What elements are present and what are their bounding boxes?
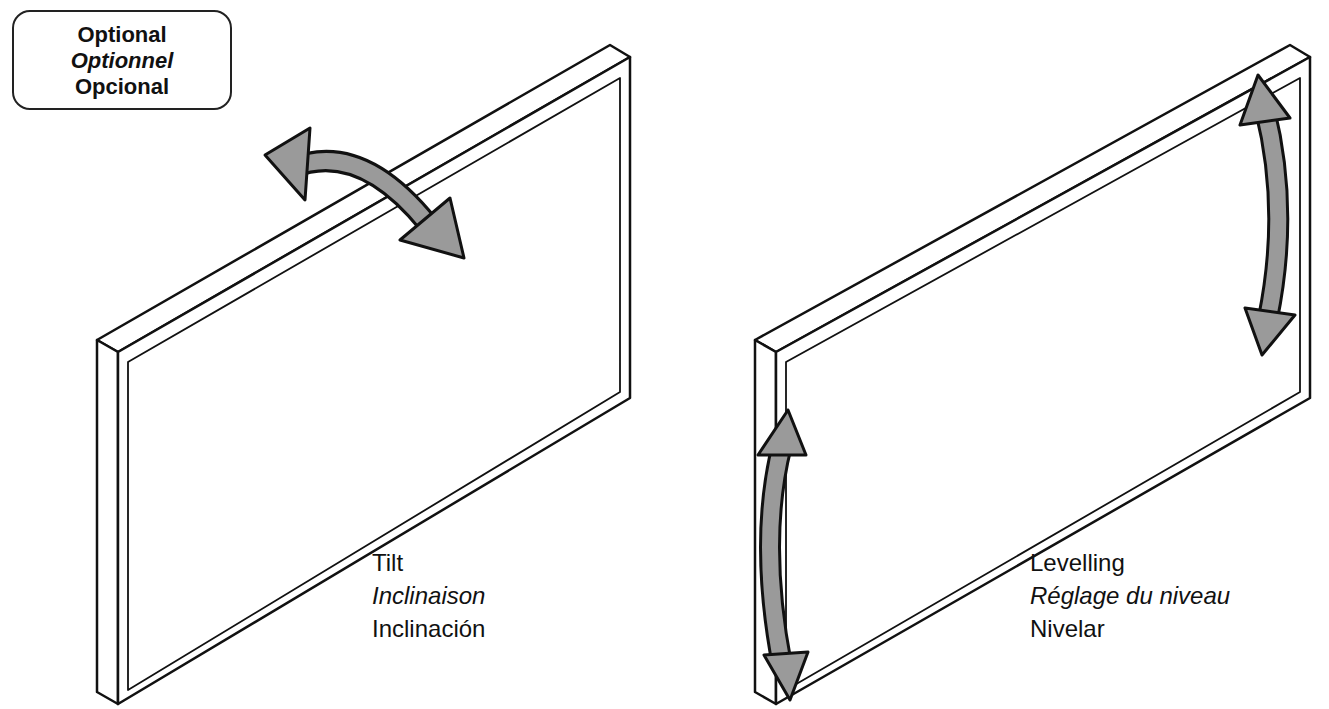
levelling-arrow <box>758 75 1295 700</box>
caption-label: Levelling <box>1030 548 1125 578</box>
caption-label: Nivelar <box>1030 614 1105 644</box>
badge-text: Opcional <box>14 74 230 100</box>
levelling-panel <box>755 45 1310 704</box>
caption-label: Tilt <box>372 548 403 578</box>
caption-label: Inclinación <box>372 614 485 644</box>
badge-text: Optional <box>14 22 230 48</box>
caption-label: Inclinaison <box>372 581 485 611</box>
tilt-arrow <box>265 128 464 258</box>
badge-text: Optionnel <box>14 48 230 74</box>
caption-label: Réglage du niveau <box>1030 581 1230 611</box>
optional-badge: OptionalOptionnelOpcional <box>12 10 232 110</box>
tilt-panel <box>97 45 630 704</box>
